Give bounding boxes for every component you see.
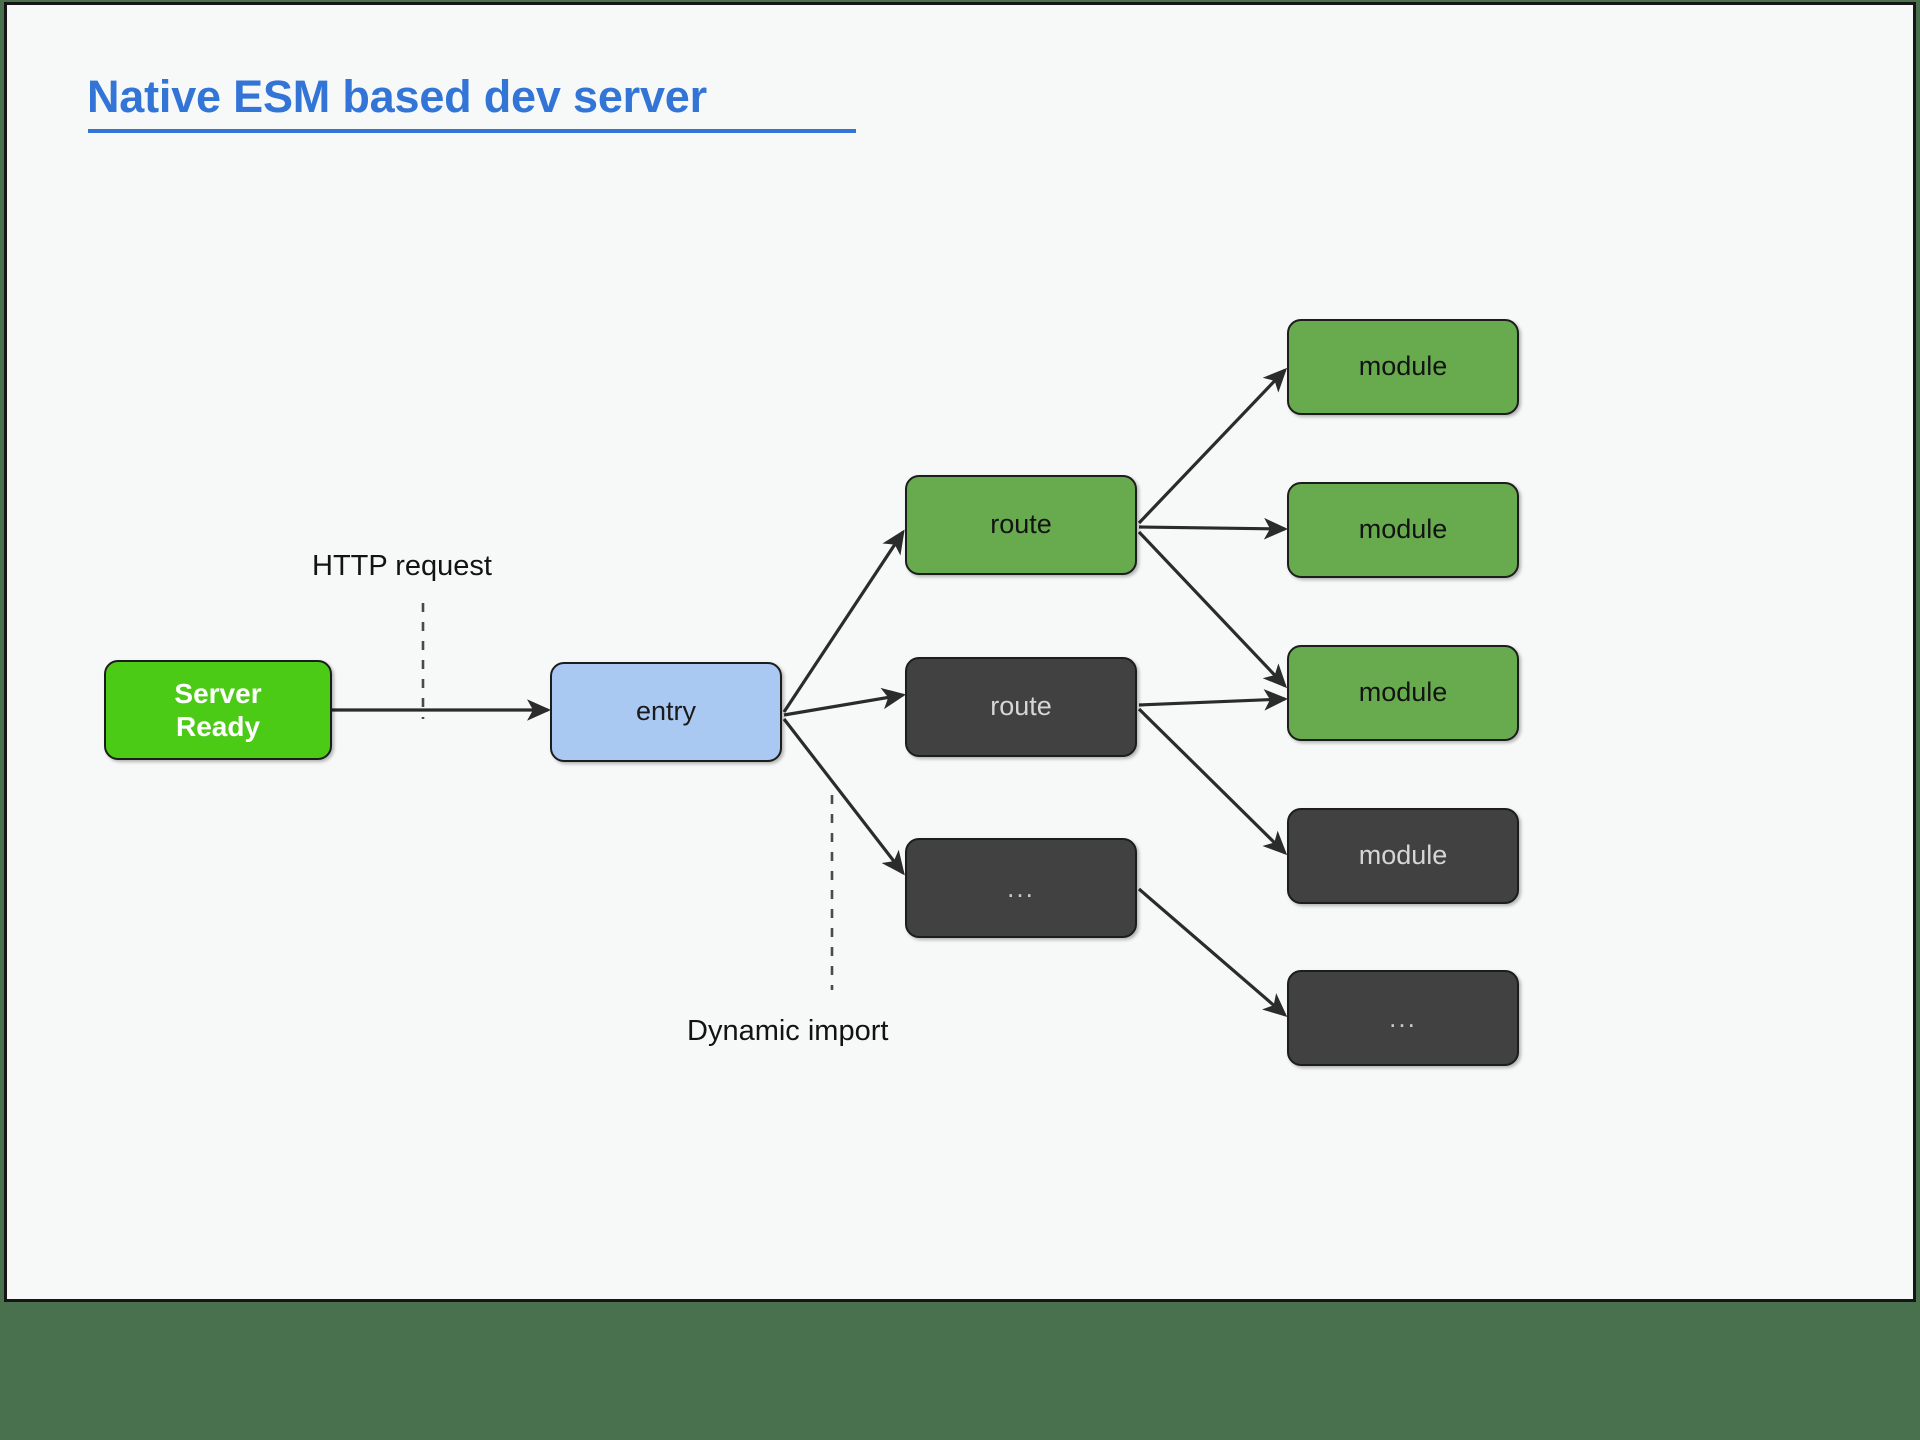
edge-entry-to-route-3 bbox=[782, 718, 905, 876]
edge-route-1-to-module-3 bbox=[1137, 530, 1288, 689]
node-module-5-ellipsis[interactable]: ... bbox=[1287, 970, 1519, 1066]
slide-frame: Native ESM based dev server bbox=[4, 2, 1916, 1302]
node-entry[interactable]: entry bbox=[550, 662, 782, 762]
node-module-3[interactable]: module bbox=[1287, 645, 1519, 741]
node-route-3-ellipsis[interactable]: ... bbox=[905, 838, 1137, 938]
edge-entry-to-route-2 bbox=[783, 687, 906, 717]
page-title-link[interactable]: Native ESM based dev server bbox=[87, 71, 707, 122]
node-server-ready[interactable]: Server Ready bbox=[104, 660, 332, 760]
node-module-4[interactable]: module bbox=[1287, 808, 1519, 904]
edge-entry-to-route-1 bbox=[782, 529, 905, 713]
node-module-1[interactable]: module bbox=[1287, 319, 1519, 415]
edge-route-3-to-module-5 bbox=[1137, 887, 1288, 1017]
node-route-2[interactable]: route bbox=[905, 657, 1137, 757]
edge-route-2-to-module-4 bbox=[1137, 707, 1288, 856]
esm-dev-server-diagram: Server Ready entry route route ... modul… bbox=[7, 5, 1919, 1299]
edge-route-2-to-module-3 bbox=[1138, 689, 1288, 711]
annotation-dynamic-import: Dynamic import bbox=[687, 1015, 889, 1047]
edge-route-1-to-module-1 bbox=[1137, 367, 1288, 525]
node-module-2[interactable]: module bbox=[1287, 482, 1519, 578]
edge-route-1-to-module-2 bbox=[1138, 517, 1288, 540]
node-route-1[interactable]: route bbox=[905, 475, 1137, 575]
diagram-edges bbox=[332, 367, 1288, 1017]
page-title-underline bbox=[88, 129, 856, 133]
annotation-http-request: HTTP request bbox=[312, 550, 492, 582]
